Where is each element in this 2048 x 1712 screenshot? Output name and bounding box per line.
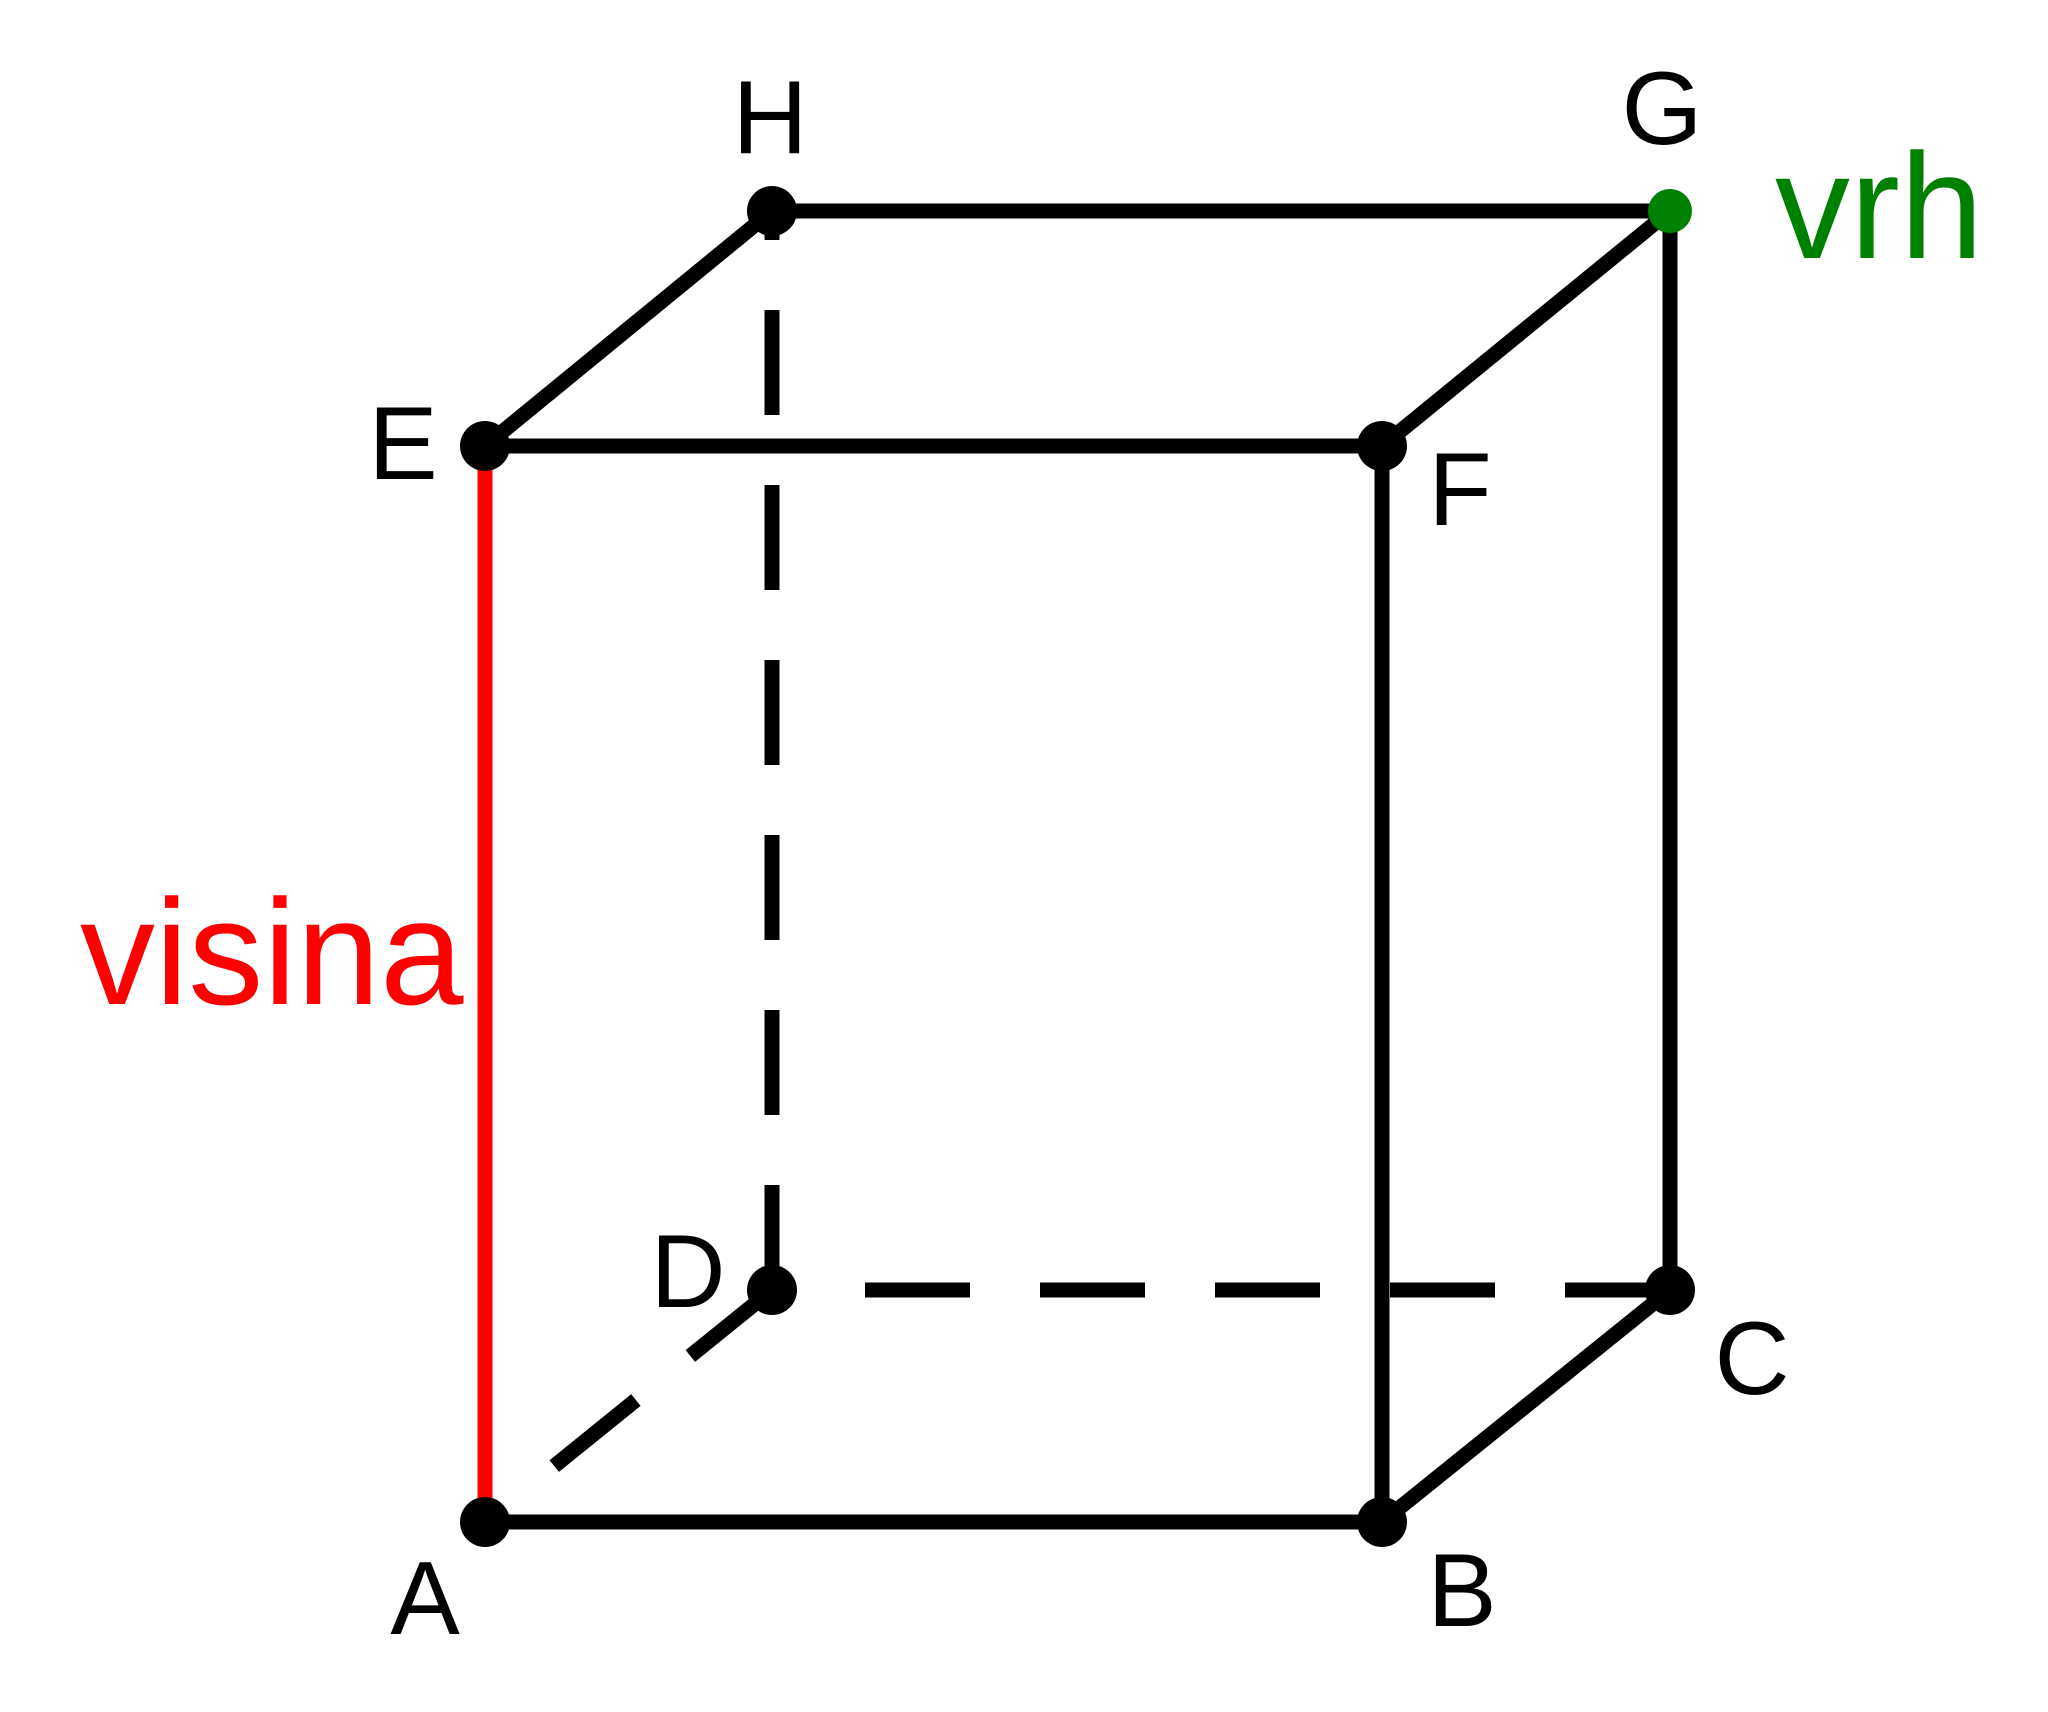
- vertex-label-a: A: [390, 1541, 460, 1657]
- vertex-e: [460, 421, 510, 471]
- edge-bc: [1377, 1284, 1675, 1528]
- edge-da: [480, 1284, 777, 1528]
- labels-layer: A B C D E F G H: [368, 51, 1789, 1657]
- edge-he: [480, 205, 777, 452]
- vertex-label-f: F: [1428, 432, 1492, 548]
- vertex-label-b: B: [1427, 1533, 1496, 1649]
- vertex-b: [1357, 1497, 1407, 1547]
- vertex-h: [747, 186, 797, 236]
- vertex-label-e: E: [368, 386, 437, 502]
- vertex-label-c: C: [1714, 1301, 1789, 1417]
- vertices-layer: [460, 186, 1695, 1547]
- vertex-f: [1357, 421, 1407, 471]
- vertex-d: [747, 1265, 797, 1315]
- vertex-label-g: G: [1622, 51, 1703, 167]
- vertex-label-d: D: [650, 1214, 725, 1330]
- apex-annotation: vrh: [1775, 122, 1983, 290]
- edge-fg: [1377, 205, 1675, 452]
- vertex-g: [1648, 189, 1692, 233]
- vertex-label-h: H: [732, 60, 807, 176]
- vertex-a: [460, 1497, 510, 1547]
- edges-layer: [477, 203, 1678, 1530]
- height-annotation: visina: [80, 868, 464, 1036]
- vertex-c: [1645, 1265, 1695, 1315]
